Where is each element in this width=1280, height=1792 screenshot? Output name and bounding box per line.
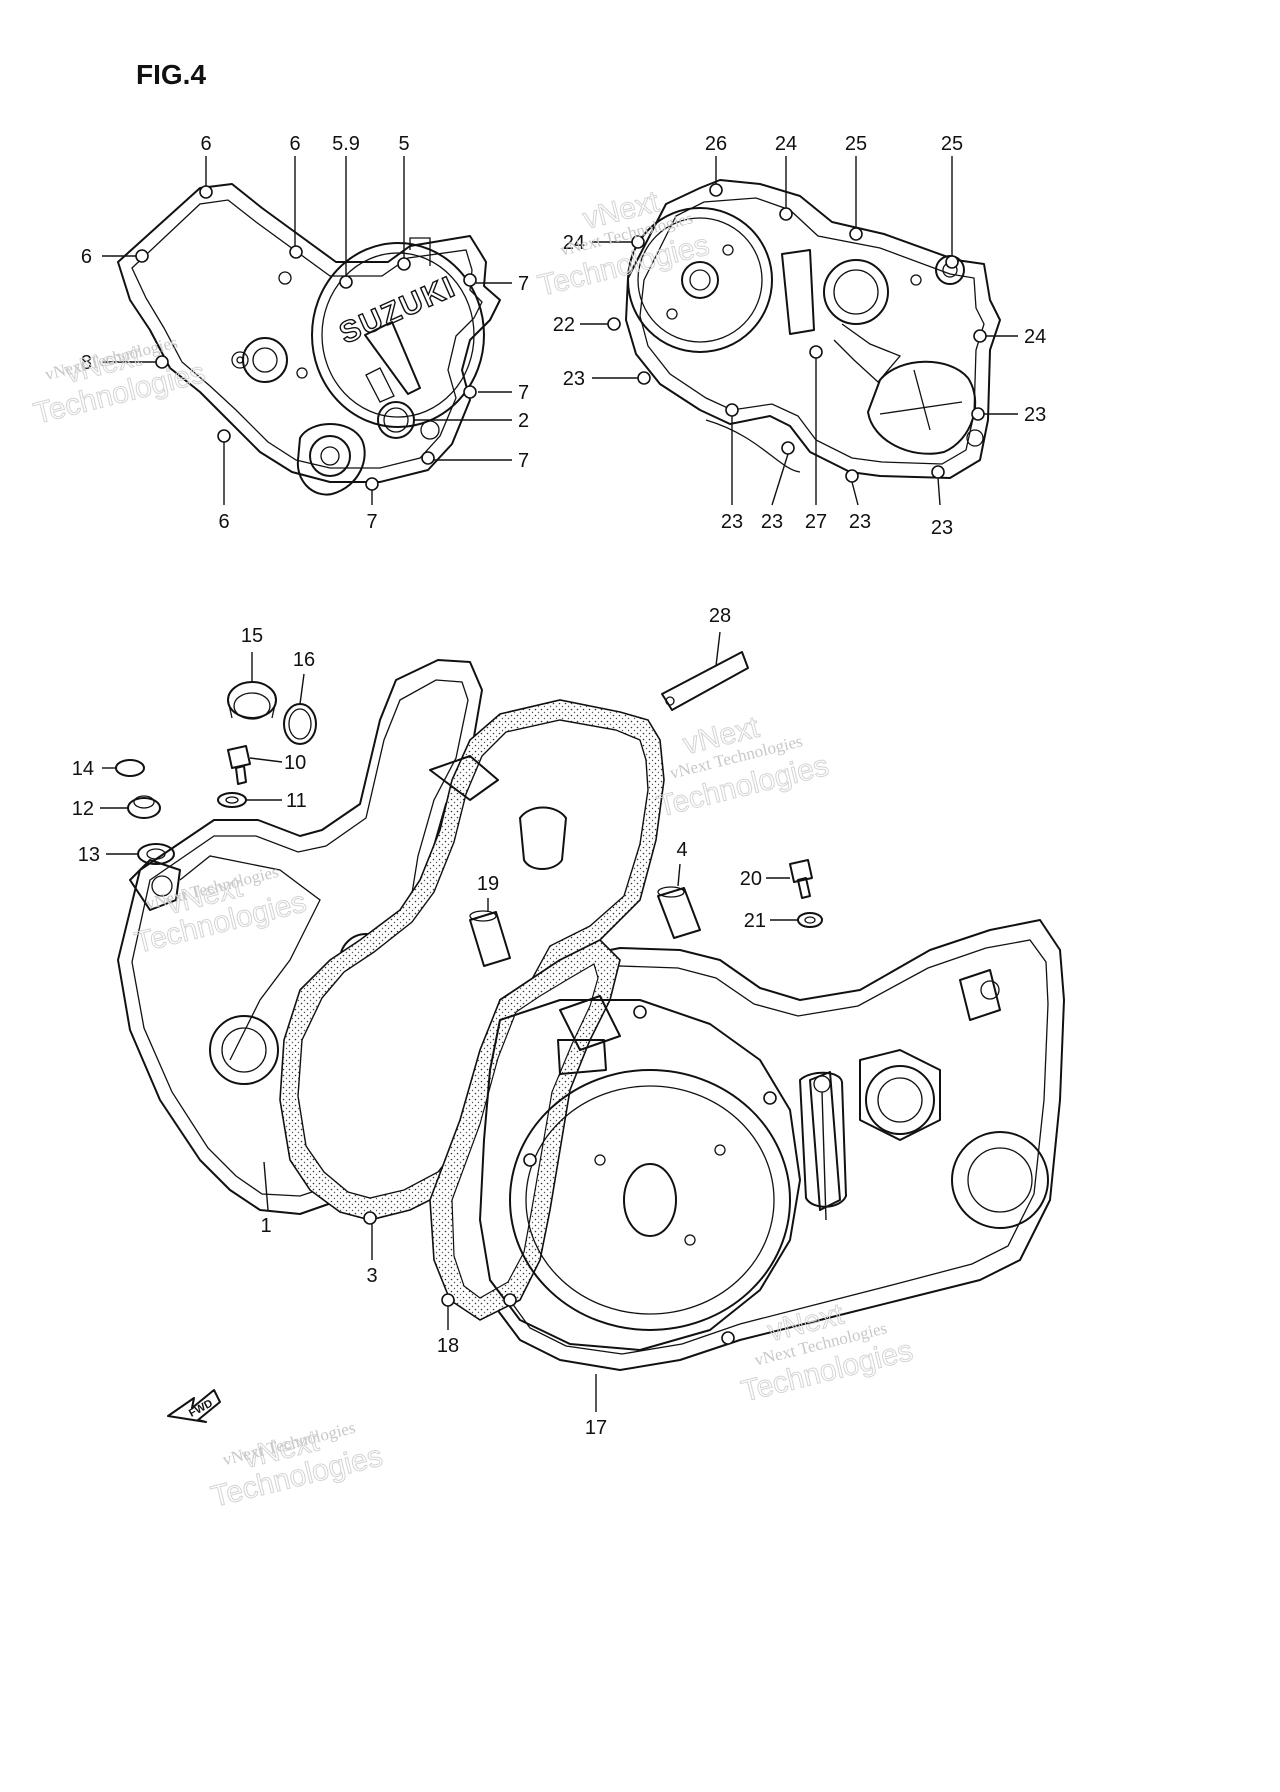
left-cover-leaders <box>102 156 512 505</box>
callout-13: 13 <box>78 844 100 866</box>
callout-3: 3 <box>366 1265 377 1287</box>
callout-12: 12 <box>72 798 94 820</box>
callout-23-bottom-3: 23 <box>849 511 871 533</box>
callout-24-top: 24 <box>775 133 797 155</box>
suzuki-logo: SUZUKI <box>335 270 461 350</box>
callout-25-right: 25 <box>941 133 963 155</box>
callout-6-bottom: 6 <box>218 511 229 533</box>
callout-5-9: 5.9 <box>332 133 360 155</box>
callout-7-lower: 7 <box>518 450 529 472</box>
callout-23-right: 23 <box>1024 404 1046 426</box>
callout-6-top-mid: 6 <box>289 133 300 155</box>
callout-1: 1 <box>260 1215 271 1237</box>
callout-21: 21 <box>744 910 766 932</box>
callout-27: 27 <box>805 511 827 533</box>
callout-24-left: 24 <box>563 232 585 254</box>
watermarks: vNext vNext Technologies Technologies vN… <box>30 185 916 1515</box>
callout-11: 11 <box>286 790 307 812</box>
callout-14: 14 <box>72 758 94 780</box>
callout-6-top: 6 <box>200 133 211 155</box>
callout-6-left: 6 <box>81 246 92 268</box>
callout-16: 16 <box>293 649 315 671</box>
callout-25-left: 25 <box>845 133 867 155</box>
callout-23-bottom-4: 23 <box>931 517 953 539</box>
figure-title: FIG.4 <box>136 59 206 90</box>
callout-26: 26 <box>705 133 727 155</box>
callout-28: 28 <box>709 605 731 627</box>
callout-18: 18 <box>437 1335 459 1357</box>
callout-15: 15 <box>241 625 263 647</box>
callout-7-bottom: 7 <box>366 511 377 533</box>
callout-23-bottom-1: 23 <box>721 511 743 533</box>
right-cover-leaders <box>580 156 1018 506</box>
callout-19: 19 <box>477 873 499 895</box>
callout-4: 4 <box>676 839 687 861</box>
crankcase-drawing <box>117 659 1065 1371</box>
callout-5: 5 <box>398 133 409 155</box>
callout-8: 8 <box>81 352 92 374</box>
callout-23-bottom-2: 23 <box>761 511 783 533</box>
crankcase-callouts: 28 15 16 14 10 12 11 13 4 20 19 21 1 3 1… <box>72 605 766 1439</box>
crankcase-leaders <box>100 631 827 1412</box>
right-cover-callouts: 26 24 25 25 24 22 23 24 23 23 23 27 23 2… <box>553 133 1047 539</box>
callout-7-mid: 7 <box>518 382 529 404</box>
left-cover-callouts: 6 6 5.9 5 6 8 6 7 7 2 7 7 <box>81 133 529 533</box>
callout-7-upper: 7 <box>518 273 529 295</box>
callout-20: 20 <box>740 868 762 890</box>
callout-23-left: 23 <box>563 368 585 390</box>
callout-22: 22 <box>553 314 575 336</box>
callout-10: 10 <box>284 752 306 774</box>
callout-24-right: 24 <box>1024 326 1046 348</box>
callout-17: 17 <box>585 1417 607 1439</box>
callout-2: 2 <box>518 410 529 432</box>
